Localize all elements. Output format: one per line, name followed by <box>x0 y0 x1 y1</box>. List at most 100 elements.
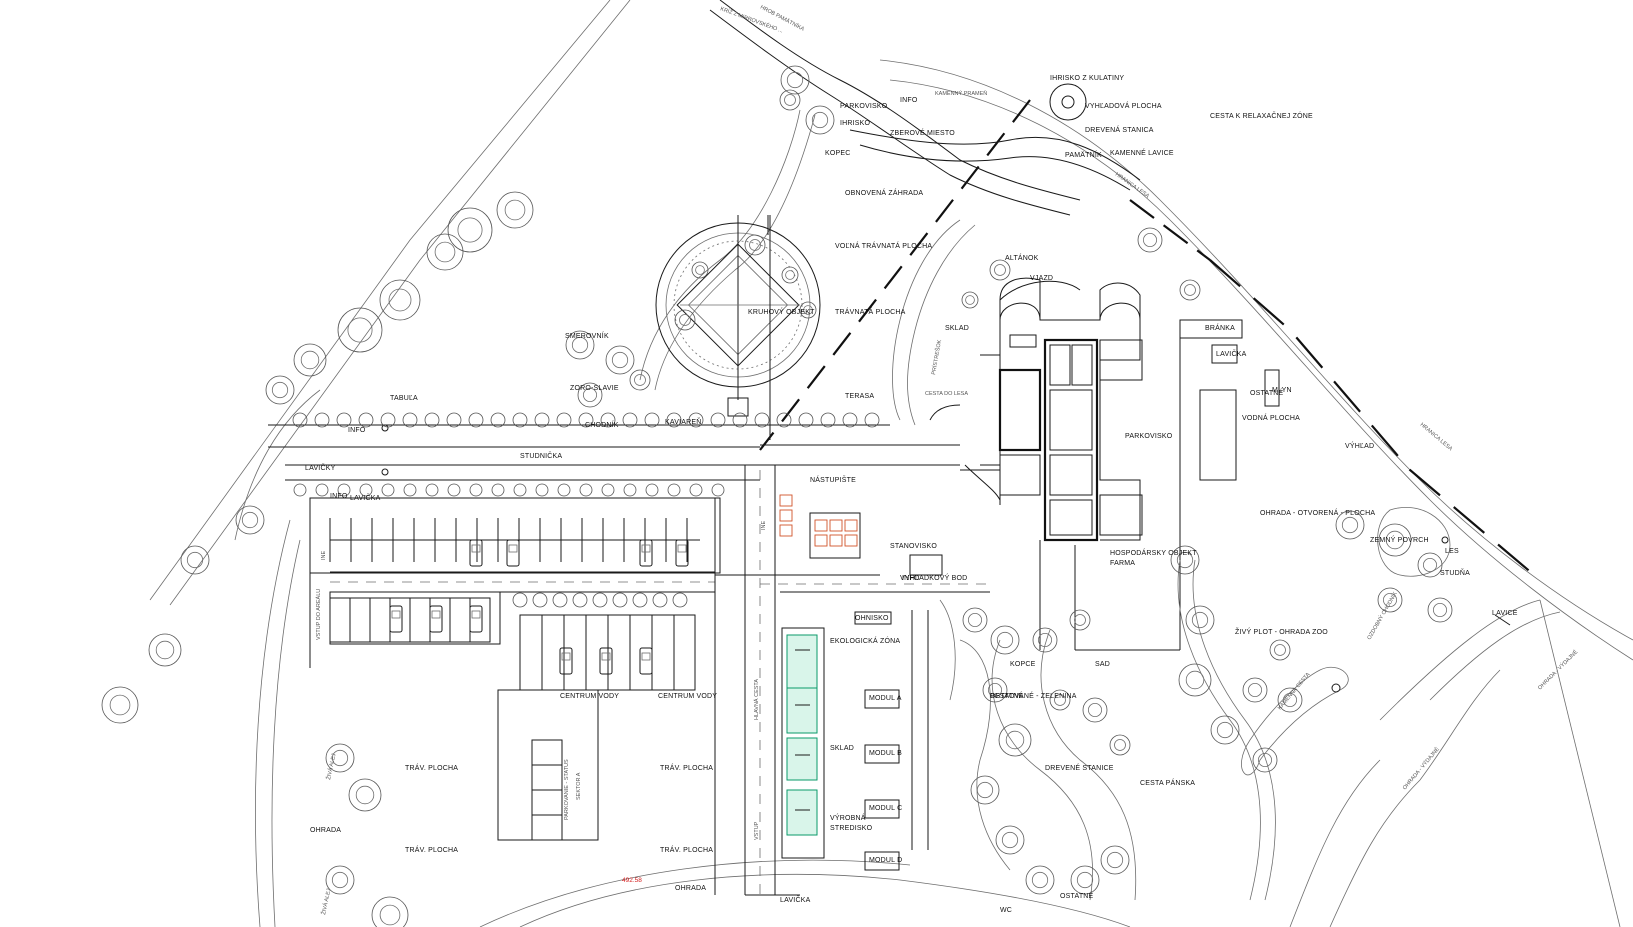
tree-canopy <box>1269 639 1291 661</box>
tree-inner <box>1031 871 1049 889</box>
label-ine: INE <box>761 521 767 531</box>
tree-inner <box>1258 753 1273 768</box>
label-modul-c: MODUL C <box>869 805 902 812</box>
tree-row <box>292 412 308 428</box>
parked-car <box>559 647 573 675</box>
parking-stalls-mid <box>329 540 688 562</box>
label-cesta-top: CESTA K RELAXAČNEJ ZÓNE <box>1210 111 1313 120</box>
tree-canopy <box>235 505 265 535</box>
tree-canopy <box>1277 687 1303 713</box>
tree-canopy <box>447 207 493 253</box>
label-vjazd: VJAZD <box>1030 275 1053 282</box>
tree-inner <box>241 511 259 529</box>
tree-canopy <box>325 865 355 895</box>
tree-canopy <box>1025 865 1055 895</box>
main-building <box>929 277 1280 651</box>
tree-canopy <box>1378 523 1412 557</box>
tree-inner <box>155 640 175 660</box>
tree-row <box>572 592 588 608</box>
tree-inner <box>1274 644 1286 656</box>
tree-inner <box>1283 693 1298 708</box>
tree-canopy <box>605 345 635 375</box>
tree-canopy <box>674 309 696 331</box>
orange-stalls <box>779 494 861 559</box>
tree-inner <box>679 314 691 326</box>
label-centrum1: CENTRUM VODY <box>560 693 619 700</box>
label-mirr-kriz: KRÍŽ Z MIRROVSKÉHO ... <box>719 4 784 34</box>
orange-stall-frame <box>809 512 861 559</box>
parked-car <box>469 605 483 633</box>
parked-car-window <box>601 652 611 661</box>
tree-row <box>512 412 528 428</box>
label-studna: STUDŇA <box>1440 568 1470 577</box>
tree-canopy <box>962 607 988 633</box>
parked-car-window <box>641 544 651 553</box>
label-lesny: LES <box>1445 548 1459 555</box>
site-markers <box>381 83 1511 693</box>
tree-row <box>337 483 351 497</box>
tree-inner <box>109 694 131 716</box>
tree-inner <box>457 217 483 243</box>
tree-inner <box>634 374 646 386</box>
tree-inner <box>434 241 456 263</box>
tree-inner <box>976 781 994 799</box>
tree-row <box>579 483 593 497</box>
tree-canopy <box>325 743 355 773</box>
label-smerovnik: SMEROVNÍK <box>565 331 609 340</box>
tree-inner <box>695 265 705 275</box>
label-lavice-kruh: LAVICE <box>1492 610 1518 617</box>
label-stredisko: STREDISKO <box>830 825 873 832</box>
label-ostatne: OSTATNÉ <box>990 691 1024 700</box>
label-tabula: TABUĽA <box>390 395 418 402</box>
tree-inner <box>388 288 412 312</box>
tree-row <box>776 412 792 428</box>
tree-row <box>632 592 648 608</box>
tree-row <box>689 483 703 497</box>
tree-row <box>623 483 637 497</box>
label-zber: ZBEROVÉ MIESTO <box>890 128 955 137</box>
tree-row <box>672 592 688 608</box>
label-drev-stanica: DREVENÁ STANICA <box>1085 125 1154 134</box>
orange-stall <box>814 519 828 532</box>
tree-row <box>535 483 549 497</box>
tree-row <box>711 483 725 497</box>
parked-car <box>599 647 613 675</box>
tree-inner <box>583 387 598 402</box>
label-trav-l4: TRÁV. PLOCHA <box>660 845 713 854</box>
parked-car <box>506 539 520 567</box>
orange-stall <box>844 534 858 547</box>
tree-inner <box>996 631 1014 649</box>
label-parkovisko: PARKOVISKO <box>1125 433 1173 440</box>
tree-inner <box>803 305 813 315</box>
tree-canopy <box>961 291 979 309</box>
tree-canopy <box>337 307 383 353</box>
label-ohrada-right: OHRADA - VÝDAJNÉ <box>1536 648 1579 691</box>
tree-inner <box>355 785 375 805</box>
tree-row <box>601 483 615 497</box>
tree-inner <box>1341 516 1359 534</box>
tree-row <box>612 592 628 608</box>
label-parkovanie-sek: SEKTOR A <box>576 772 582 800</box>
tree-row <box>622 412 638 428</box>
tree-inner <box>1191 611 1209 629</box>
tree-inner <box>611 351 629 369</box>
tree-row <box>652 592 668 608</box>
boundary-lines <box>149 0 1633 927</box>
label-sad1: SAD <box>1095 661 1110 668</box>
tree-row <box>645 483 659 497</box>
tree-row <box>468 412 484 428</box>
main-roads <box>268 424 990 593</box>
tree-canopy <box>970 775 1000 805</box>
tree-row <box>402 412 418 428</box>
label-altanok: ALTÁNOK <box>1005 253 1039 262</box>
tree-canopy <box>496 191 534 229</box>
label-cesta-les: CESTA DO LESA <box>925 391 968 397</box>
label-pestovane: PESTOVANÉ - ZELENINA <box>990 691 1077 700</box>
tree-canopy <box>779 89 801 111</box>
tree-row <box>469 483 483 497</box>
label-trav-l1: TRÁV. PLOCHA <box>405 763 458 772</box>
tree-canopy <box>1427 597 1453 623</box>
tree-canopy <box>148 633 182 667</box>
tree-row <box>578 412 594 428</box>
